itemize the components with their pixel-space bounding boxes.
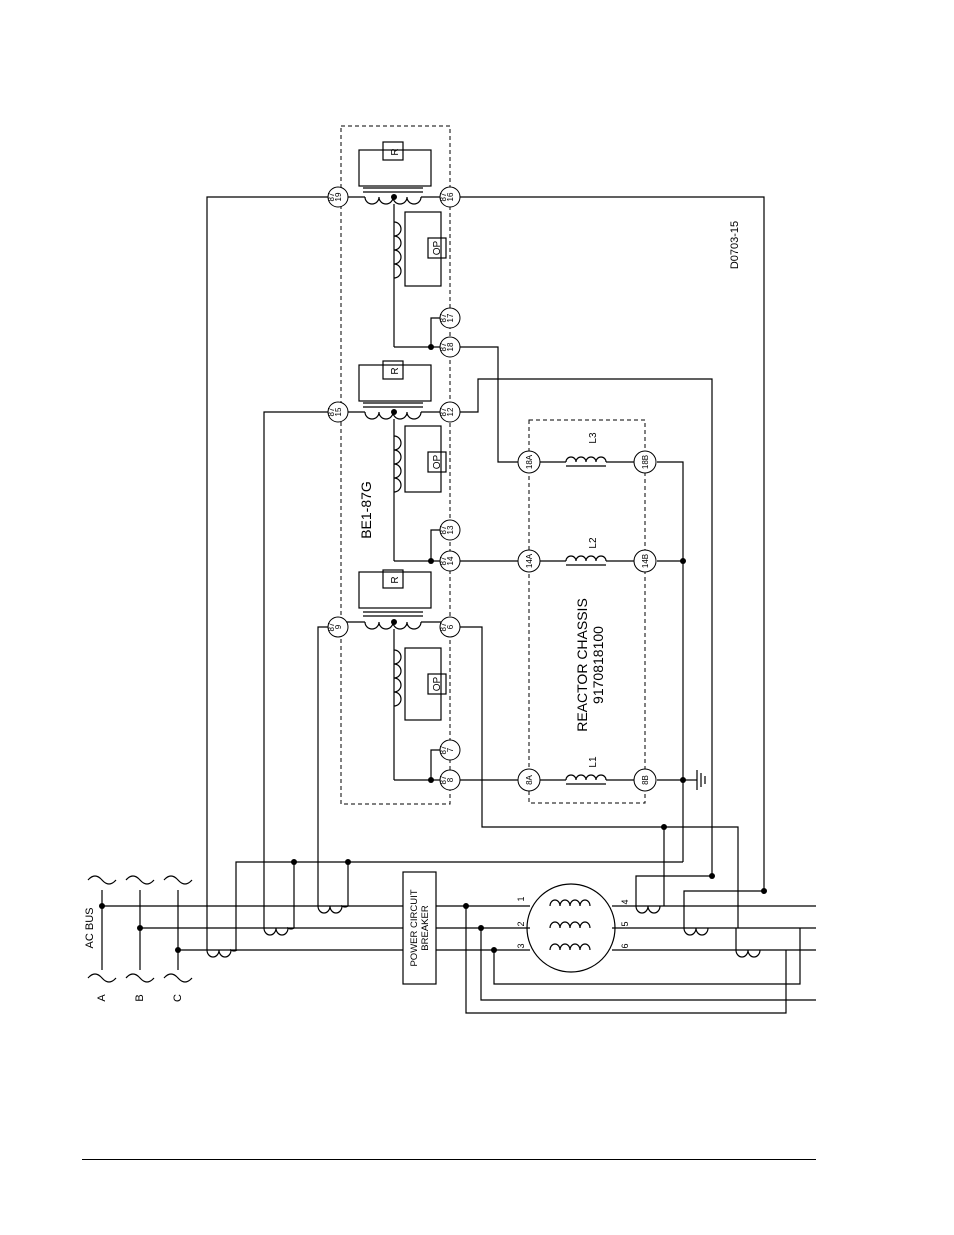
- gen-terminal-6: 6: [620, 943, 630, 948]
- gen-terminal-3: 3: [516, 943, 526, 948]
- phase-c-label: C: [172, 994, 184, 1002]
- relay-reactor-wiring: [430, 196, 765, 928]
- terminal-7-label: 7: [446, 747, 455, 752]
- terminal-19-label: 19: [334, 192, 343, 201]
- terminal-prefix: 87: [439, 192, 448, 201]
- relay-element-1: R OP: [345, 569, 447, 781]
- terminal-prefix: 87: [439, 525, 448, 534]
- restraint-label: R: [390, 148, 401, 155]
- terminal-14a-label: 14A: [525, 553, 534, 568]
- inductor-l2: L2: [540, 537, 635, 566]
- gen-terminal-4: 4: [620, 899, 630, 904]
- terminal-18b-label: 18B: [641, 455, 650, 469]
- ac-bus: [87, 875, 403, 983]
- terminal-18a-label: 18A: [525, 454, 534, 469]
- gen-terminal-2: 2: [516, 921, 526, 926]
- terminal-8b-label: 8B: [641, 775, 650, 785]
- terminal-prefix: 87: [439, 313, 448, 322]
- restraint-label: R: [390, 367, 401, 374]
- terminal-16-label: 16: [446, 192, 455, 201]
- terminal-prefix: 87: [439, 622, 448, 631]
- terminal-17-label: 17: [446, 313, 455, 322]
- terminal-prefix: 87: [439, 342, 448, 351]
- relay-terminals: [327, 186, 461, 791]
- terminal-prefix: 87: [439, 775, 448, 784]
- gen-terminal-1: 1: [516, 896, 526, 901]
- relay-element-3: R OP: [345, 141, 447, 348]
- breaker-label-line1: POWER CIRCUIT: [409, 889, 420, 966]
- ac-bus-label: AC BUS: [84, 908, 96, 949]
- terminal-12-label: 12: [446, 407, 455, 416]
- generator: [436, 883, 816, 973]
- junction-dots: [99, 194, 767, 953]
- reactor-part-number: 9170818100: [590, 626, 606, 704]
- inductor-label: L2: [588, 537, 599, 549]
- terminal-prefix: 87: [439, 745, 448, 754]
- terminal-prefix-labels: 87 87 87 87 87 87 87 87 87 87 87 87: [327, 192, 448, 784]
- gen-terminal-5: 5: [620, 921, 630, 926]
- reactor-title: REACTOR CHASSIS: [574, 598, 590, 732]
- terminal-prefix: 87: [327, 192, 336, 201]
- terminal-8-label: 8: [446, 777, 455, 782]
- inductor-label: L1: [588, 756, 599, 768]
- reactor-chassis-enclosure: [528, 419, 646, 804]
- phase-a-label: A: [96, 994, 108, 1002]
- terminal-prefix: 87: [439, 556, 448, 565]
- neutral-wiring: [465, 827, 816, 1014]
- inductor-label: L3: [588, 432, 599, 444]
- inductor-l3: L3: [540, 432, 635, 467]
- terminal-18-label: 18: [446, 342, 455, 351]
- terminal-14-label: 14: [446, 556, 455, 565]
- operate-label: OP: [432, 676, 443, 691]
- relay-enclosure: [340, 125, 451, 805]
- operate-label: OP: [432, 240, 443, 255]
- restraint-label: R: [390, 576, 401, 583]
- left-ct-wiring: [206, 196, 683, 950]
- terminal-6-label: 6: [446, 624, 455, 629]
- terminal-prefix: 87: [439, 407, 448, 416]
- terminal-prefix: 87: [327, 622, 336, 631]
- terminal-9-label: 9: [334, 624, 343, 629]
- inductor-l1: L1: [540, 756, 635, 785]
- terminal-15-label: 15: [334, 407, 343, 416]
- terminal-prefix: 87: [327, 407, 336, 416]
- phase-b-label: B: [134, 994, 146, 1001]
- operate-label: OP: [432, 454, 443, 469]
- terminal-14b-label: 14B: [641, 554, 650, 568]
- terminal-13-label: 13: [446, 525, 455, 534]
- reactor-terminals: [517, 450, 657, 792]
- drawing-number: D0703-15: [729, 221, 741, 269]
- terminal-8a-label: 8A: [525, 774, 534, 784]
- breaker-label-line2: BREAKER: [420, 905, 431, 951]
- footer-rule: [82, 1159, 816, 1160]
- relay-model-label: BE1-87G: [358, 481, 374, 539]
